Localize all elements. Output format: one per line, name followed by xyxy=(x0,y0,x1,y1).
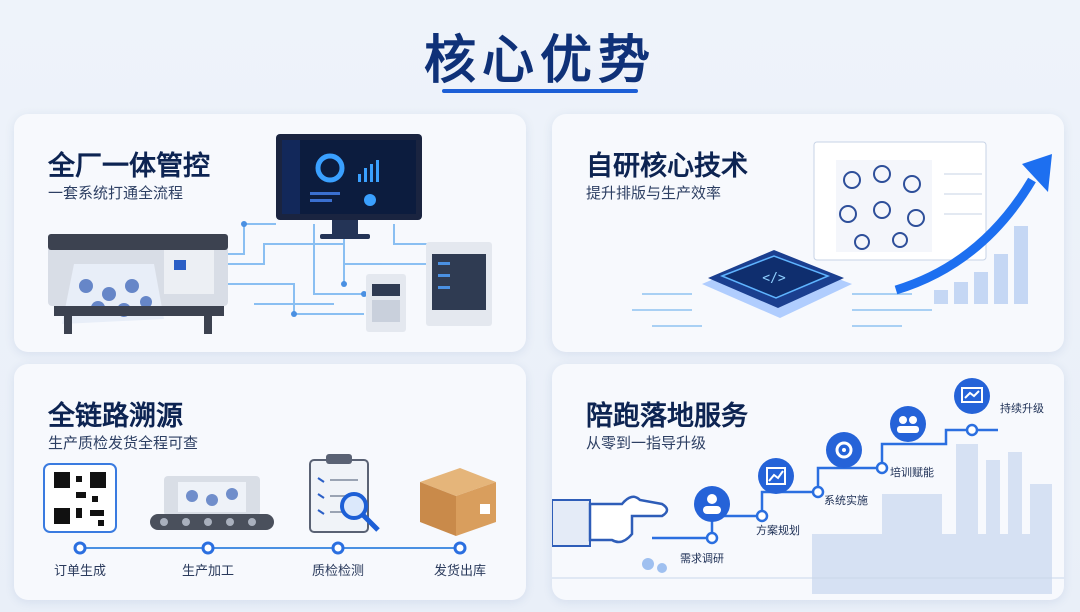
card-subtitle: 生产质检发货全程可查 xyxy=(48,434,199,452)
stage-label: 培训赋能 xyxy=(890,466,934,479)
stage-label: 持续升级 xyxy=(1000,402,1044,415)
card-service: 陪跑落地服务 从零到一指导升级 需求调研 方案规划 系统实施 培训赋能 持续升级 xyxy=(552,364,1064,600)
card-subtitle: 从零到一指导升级 xyxy=(586,434,707,452)
step-dot xyxy=(73,541,87,555)
stage-label: 方案规划 xyxy=(756,524,800,537)
chip-icon: </> xyxy=(702,250,852,318)
card-factory-control: 全厂一体管控 一套系统打通全流程 xyxy=(14,114,526,352)
title-underline xyxy=(442,89,638,93)
card-traceability: 全链路溯源 生产质检发货全程可查 订单生成 生产加工 质检检测 发货出库 xyxy=(14,364,526,600)
step-label: 生产加工 xyxy=(181,564,234,579)
box-icon xyxy=(420,468,496,536)
factory-illustration xyxy=(48,134,492,334)
qr-code-icon xyxy=(43,463,117,533)
step-dot xyxy=(201,541,215,555)
growth-bars xyxy=(934,226,1028,304)
card-title: 陪跑落地服务 xyxy=(586,401,748,432)
step-label: 质检检测 xyxy=(311,564,364,579)
chart-icon xyxy=(758,458,794,494)
screen-icon xyxy=(954,378,990,414)
card-title: 自研核心技术 xyxy=(586,151,748,182)
card-title: 全厂一体管控 xyxy=(48,151,210,182)
server-icon xyxy=(366,274,406,332)
card-title: 全链路溯源 xyxy=(48,401,183,432)
card-subtitle: 提升排版与生产效率 xyxy=(586,184,722,202)
monitor-icon xyxy=(276,134,422,239)
page-title: 核心优势 xyxy=(423,31,656,91)
step-label: 发货出库 xyxy=(433,564,486,579)
team-icon xyxy=(890,406,926,442)
user-icon xyxy=(694,486,730,522)
pattern-window xyxy=(813,141,987,261)
step-dot xyxy=(453,541,467,555)
factory-icon xyxy=(812,444,1052,594)
card-core-tech: </> 自研核心技术 提升排版与生产效率 xyxy=(552,114,1064,352)
step-label: 订单生成 xyxy=(53,564,106,579)
gear-icon xyxy=(826,432,862,468)
stage-label: 需求调研 xyxy=(680,552,724,565)
conveyor-icon xyxy=(150,476,274,530)
chip-glyph: </> xyxy=(762,271,786,286)
trace-illustration xyxy=(43,454,496,555)
service-illustration xyxy=(552,378,1064,594)
printer-icon xyxy=(48,234,228,334)
growth-arrow-icon xyxy=(894,177,1036,295)
pointing-hand-icon xyxy=(552,495,669,547)
tech-illustration: </> xyxy=(632,141,1052,327)
clipboard-magnifier-icon xyxy=(309,454,380,533)
stage-label: 系统实施 xyxy=(824,494,868,507)
card-subtitle: 一套系统打通全流程 xyxy=(48,184,184,202)
step-dot xyxy=(331,541,345,555)
server-icon xyxy=(426,242,492,326)
